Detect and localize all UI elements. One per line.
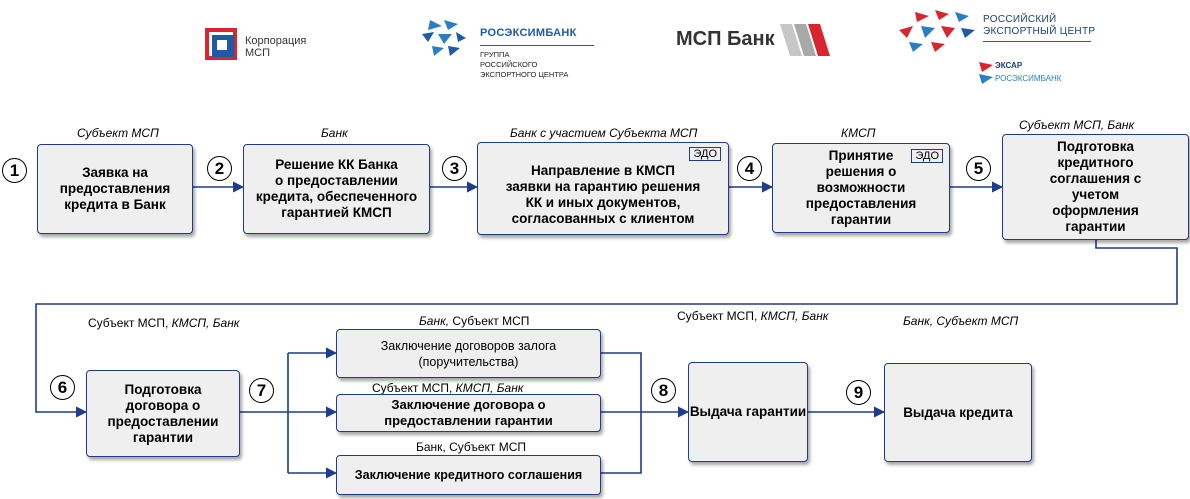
branch-credit-box: Заключение кредитного соглашения (336, 455, 601, 495)
step-7-number: 7 (249, 378, 274, 403)
line-pledge-8 (601, 352, 642, 412)
step-4-box: Принятие решения о возможности предостав… (772, 143, 950, 233)
msp-bank-logo: МСП Банк (676, 20, 836, 60)
step-3-box: Направление в КМСП заявки на гарантию ре… (477, 142, 729, 235)
rec-roseximbank-logo-icon (979, 74, 993, 84)
step-3-actor: Банк с участием Субъекта МСП (510, 126, 698, 140)
step-4-text: Принятие решения о возможности предостав… (805, 148, 917, 227)
step-3-edo-badge: ЭДО (689, 147, 721, 161)
step-9-number: 9 (846, 380, 871, 405)
step-4-actor: КМСП (841, 126, 876, 140)
step-1-box: Заявка на предоставления кредита в Банк (37, 144, 193, 234)
branch-pledge-actor-plain: Субъект МСП (452, 314, 530, 328)
rec-logo-icon (899, 10, 975, 52)
step-9-actor: Банк, Субъект МСП (903, 314, 1019, 328)
exiar-logo-icon (979, 62, 993, 72)
step-2-box: Решение КК Банка о предоставлении кредит… (243, 144, 430, 234)
corp-msp-logo: Корпорация МСП (203, 24, 338, 64)
branch-pledge-actor: Банк, Субъект МСП (419, 314, 529, 328)
step-9-box: Выдача кредита (884, 363, 1032, 462)
arrow-5-6 (35, 240, 1178, 418)
step-3-number: 3 (442, 156, 467, 181)
roseximbank-logo-title: РОСЭКСИМБАНК (480, 27, 577, 39)
branch-pledge-box: Заключение договоров залога (поручительс… (336, 329, 601, 378)
step-5-box: Подготовка кредитного соглашения с учето… (1002, 134, 1189, 240)
branch-credit-actor: Банк, Субъект МСП (416, 440, 526, 454)
branch-credit-actor-plain: Банк, Субъект МСП (416, 440, 527, 454)
step-8-actor-plain: Субъект МСП, (677, 309, 761, 323)
step-6-box: Подготовка договора о предоставлении гар… (86, 370, 240, 457)
step-6-number: 6 (50, 375, 75, 400)
step-8-number: 8 (651, 378, 676, 403)
step-4-edo-badge: ЭДО (911, 149, 943, 163)
roseximbank-logo-subtitle: ГРУППА РОССИЙСКОГО ЭКСПОРТНОГО ЦЕНТРА (480, 50, 569, 79)
branch-guarantee-actor-plain: Субъект МСП, (372, 381, 456, 395)
step-8-actor-italic: КМСП, Банк (760, 309, 829, 323)
step-6-actor: Субъект МСП, КМСП, Банк (88, 316, 239, 330)
rec-logo-title: РОССИЙСКИЙ ЭКСПОРТНЫЙ ЦЕНТР (983, 14, 1096, 37)
step-3-text: Направление в КМСП заявки на гарантию ре… (505, 162, 701, 226)
msp-bank-logo-icon (780, 24, 830, 56)
branch-guarantee-box: Заключение договора о предоставлении гар… (336, 394, 601, 432)
branch-guarantee-actor-italic: КМСП, Банк (455, 381, 524, 395)
step-2-number: 2 (207, 156, 232, 181)
line-credit-8 (601, 412, 642, 474)
roseximbank-logo-icon (422, 20, 466, 56)
rec-roseximbank-logo-text: РОСЭКСИМБАНК (995, 74, 1062, 83)
step-6-actor-plain: Субъект МСП, (88, 316, 172, 330)
roseximbank-logo-divider (480, 45, 594, 46)
branch-guarantee-actor: Субъект МСП, КМСП, Банк (372, 381, 523, 395)
step-1-number: 1 (2, 158, 27, 183)
rec-logo: РОССИЙСКИЙ ЭКСПОРТНЫЙ ЦЕНТР ЭКСАР РОСЭКС… (895, 8, 1105, 88)
exiar-logo-text: ЭКСАР (995, 61, 1023, 70)
corp-msp-logo-text: Корпорация МСП (245, 35, 307, 59)
step-5-number: 5 (966, 156, 991, 181)
roseximbank-logo: РОСЭКСИМБАНК ГРУППА РОССИЙСКОГО ЭКСПОРТН… (418, 18, 598, 86)
step-1-actor: Субъект МСП (77, 126, 159, 140)
step-6-actor-italic: КМСП, Банк (171, 316, 240, 330)
step-2-actor: Банк (321, 126, 348, 140)
branch-pledge-actor-italic: Банк, (419, 314, 453, 328)
step-8-actor: Субъект МСП, КМСП, Банк (677, 309, 828, 323)
step-8-box: Выдача гарантии (688, 362, 808, 462)
step-5-actor: Субъект МСП, Банк (1019, 118, 1135, 132)
corp-msp-logo-icon (205, 28, 237, 60)
step-4-number: 4 (737, 156, 762, 181)
rec-logo-divider (983, 41, 1091, 42)
msp-bank-logo-text: МСП Банк (676, 28, 775, 50)
